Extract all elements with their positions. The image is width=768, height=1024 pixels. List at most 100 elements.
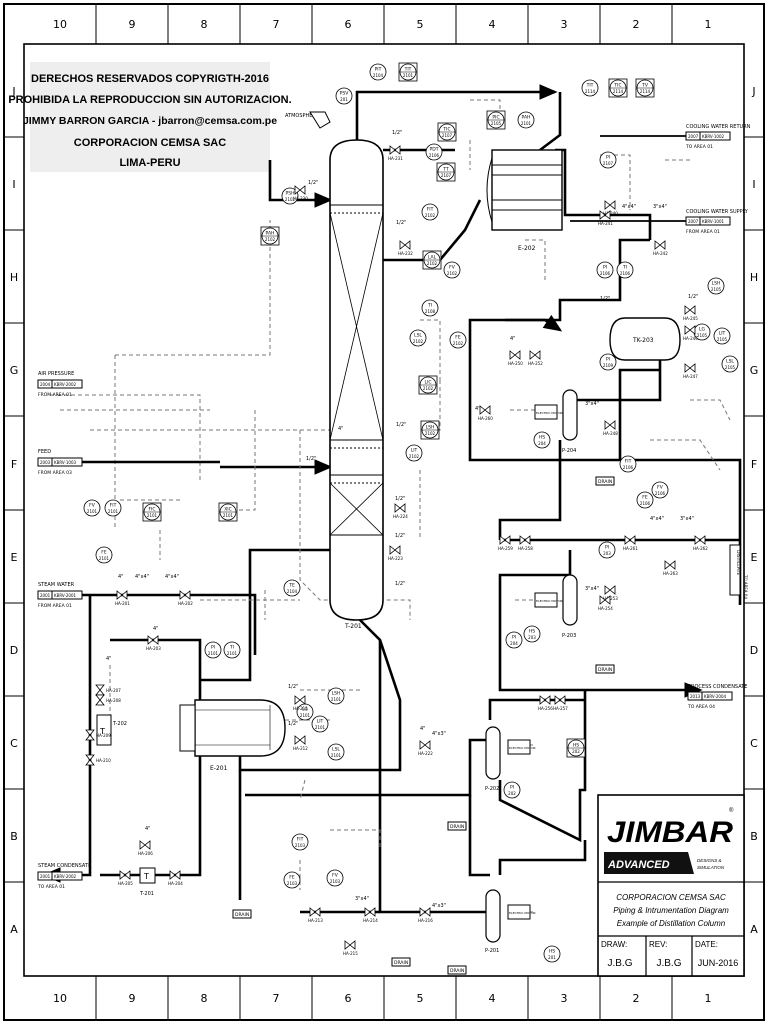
- stream-code: KBRV-1001: [702, 219, 725, 224]
- stream-to: TO AREA 01: [685, 144, 713, 150]
- company-name: CORPORACION CEMSA SAC: [616, 893, 726, 902]
- instrument-letters: TT: [442, 167, 449, 173]
- pump-tag: P-203: [562, 633, 576, 639]
- instrument-number: 201: [340, 97, 348, 102]
- instrument-number: 203: [603, 551, 611, 556]
- copyright-line-2: PROHIBIDA LA REPRODUCCION SIN AUTORIZACI…: [8, 94, 291, 106]
- pump-tag: P-201: [485, 948, 499, 954]
- instrument-letters: FV: [332, 873, 339, 879]
- stream-from: FROM AREA 03: [38, 470, 72, 476]
- col-label-bottom: 4: [489, 992, 496, 1005]
- row-label-right: H: [750, 271, 758, 284]
- stream-title: DISTILLATE: [735, 550, 741, 575]
- instrument-letters: TI: [229, 645, 234, 651]
- motor-label: ELECTRIC MOTOR: [536, 599, 563, 603]
- gate-valve: HA-258: [518, 535, 533, 551]
- gate-valve: HA-262: [693, 535, 708, 551]
- pump-p201: P-201 ELECTRIC MOTOR: [485, 889, 536, 954]
- steam-trap-t201: T T-201: [139, 867, 156, 897]
- instrument-letters: PAH: [522, 115, 531, 121]
- instrument-letters: FE: [289, 875, 295, 881]
- size-label: 1/2": [395, 581, 405, 587]
- trap-tag: T-202: [112, 721, 127, 727]
- size-label: 1/2": [288, 684, 298, 690]
- drain-label: DRAIN: [450, 824, 464, 830]
- instrument-number: 2105: [717, 337, 728, 342]
- column-labels: 10 9 8 7 6 5 4 3 2 1 10 9 8 7 6 5 4 3 2 …: [53, 18, 712, 1005]
- motor-label: ELECTRIC MOTOR: [536, 411, 563, 415]
- valve-tag: HA-213: [308, 918, 323, 923]
- drain-label: DRAIN: [598, 479, 612, 485]
- drain-label: DRAIN: [394, 960, 408, 966]
- size-label: 4"x3": [432, 731, 446, 737]
- instrument-number: 2105: [491, 121, 502, 126]
- pump-tag: P-204: [562, 448, 576, 454]
- instrument-number: 2114: [640, 89, 651, 94]
- instrument-letters: PIT: [375, 67, 382, 73]
- stream-steam-water: STEAM WATER 2001 KBRV-2001 FROM AREA 01: [37, 582, 83, 609]
- instrument-letters: FIT: [427, 207, 434, 213]
- valve-tag: HA-211: [293, 706, 308, 711]
- size-label: 3"x4": [355, 896, 369, 902]
- size-label: 4": [118, 574, 123, 580]
- row-label-left: D: [10, 644, 18, 657]
- trap-tag: T-201: [139, 891, 154, 897]
- row-label-right: I: [752, 178, 755, 191]
- size-label: 4": [106, 656, 111, 662]
- valve-tag: HA-202: [178, 601, 193, 606]
- stream-id: 2004: [40, 382, 51, 387]
- valve-tag: HA-210: [96, 758, 111, 763]
- gate-valve: HA-254: [598, 595, 613, 611]
- instrument-letters: TI: [622, 265, 627, 271]
- valve-tag: HA-205: [118, 881, 133, 886]
- size-label: 4"x4": [622, 204, 636, 210]
- pump-p204: P-204 ELECTRIC MOTOR: [534, 389, 578, 454]
- stream-id: 2007: [688, 219, 699, 224]
- size-label: 1/2": [392, 130, 402, 136]
- instrument-letters: PIC: [492, 115, 499, 121]
- instrument-letters: PI: [510, 785, 514, 791]
- valve-tag: HA-214: [363, 918, 378, 923]
- instrument-letters: TIC: [613, 83, 621, 89]
- col-label-top: 2: [633, 18, 640, 31]
- instrument-number: 2106: [429, 153, 440, 158]
- instrument-number: 2101: [315, 725, 326, 730]
- instrument-number: 2102: [285, 197, 296, 202]
- reflux-drum: TK-203: [609, 317, 681, 361]
- valve-tag: HA-250: [508, 361, 523, 366]
- stream-title: AIR PRESSURE: [38, 371, 74, 377]
- stream-code: KBRV-2002: [54, 874, 77, 879]
- gate-valve: HA-230: [293, 185, 308, 201]
- gate-valve: HA-260: [478, 405, 493, 421]
- valve-tag: HA-203: [146, 646, 161, 651]
- valve-tag: HA-256: [538, 706, 553, 711]
- logo-sub: ADVANCED: [607, 859, 670, 871]
- row-label-right: A: [750, 923, 758, 936]
- instrument-number: 2107: [442, 133, 453, 138]
- instrument-number: 2101: [108, 509, 119, 514]
- valve-tag: HA-224: [393, 514, 408, 519]
- col-label-bottom: 9: [129, 992, 136, 1005]
- instrument-number: 203: [528, 635, 536, 640]
- valve-tag: HA-216: [418, 918, 433, 923]
- instrument-letters: LSH: [332, 691, 341, 697]
- row-label-left: F: [11, 458, 17, 471]
- instrument-number: 2101: [227, 651, 238, 656]
- instrument-number: 2101: [87, 509, 98, 514]
